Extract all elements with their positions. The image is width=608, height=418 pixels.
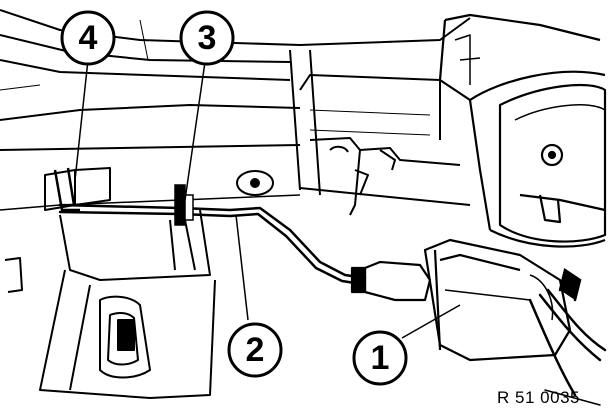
right-housing xyxy=(438,13,607,248)
callout-1: 1 xyxy=(352,330,408,386)
leader-1 xyxy=(401,304,461,339)
leader-lines xyxy=(74,59,461,339)
latch-bracket xyxy=(299,74,461,216)
wiring-harness xyxy=(528,267,607,406)
callout-1-label: 1 xyxy=(371,339,390,377)
callout-3-label: 3 xyxy=(198,19,217,57)
callout-4: 4 xyxy=(60,10,116,66)
bracket-clip xyxy=(53,167,80,212)
callout-2-label: 2 xyxy=(246,331,265,369)
rod-clip xyxy=(174,184,194,226)
leader-3 xyxy=(184,61,206,201)
left-bracket xyxy=(4,167,216,399)
actuator-rod xyxy=(58,203,367,286)
callout-3: 3 xyxy=(179,10,235,66)
figure-code: R 51 0035 xyxy=(497,388,580,407)
callout-4-label: 4 xyxy=(79,19,98,57)
leader-2 xyxy=(235,214,249,321)
panel-hole xyxy=(236,170,274,196)
callout-2: 2 xyxy=(227,322,283,378)
leader-4 xyxy=(74,59,89,181)
